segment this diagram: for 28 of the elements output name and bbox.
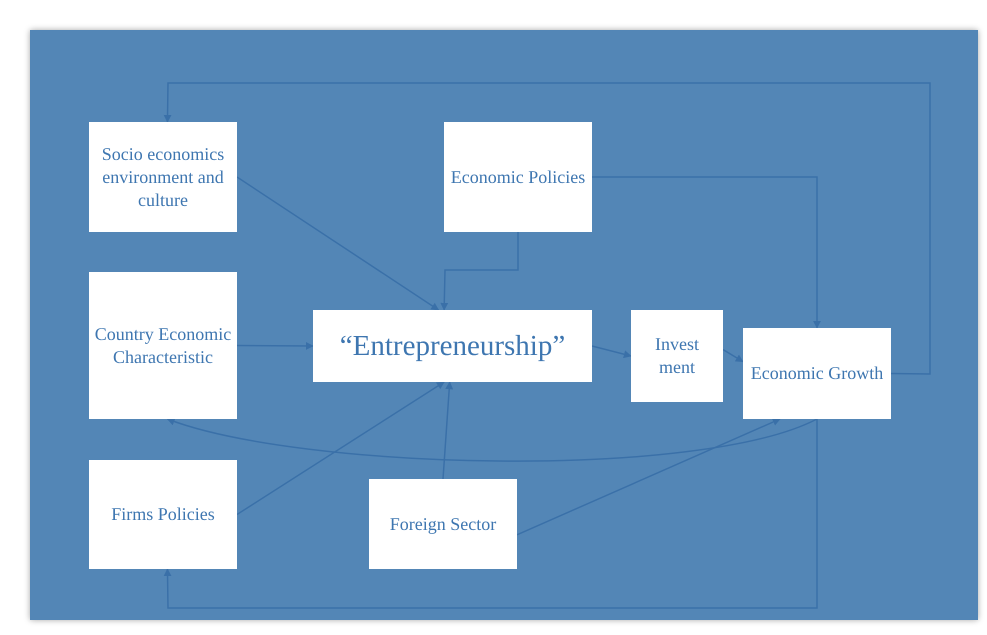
arrow bbox=[722, 348, 744, 362]
arrow bbox=[516, 418, 781, 536]
box-label: “Entrepreneurship” bbox=[340, 328, 566, 364]
box-label: Invest ment bbox=[654, 333, 700, 379]
box-label: Socio economics environment and culture bbox=[100, 142, 226, 212]
text-box bbox=[369, 479, 517, 569]
arrow bbox=[440, 232, 519, 311]
box-label: Economic Policies bbox=[450, 166, 586, 188]
arrow bbox=[164, 419, 818, 609]
text-box bbox=[89, 272, 237, 419]
arrow bbox=[164, 82, 931, 375]
arrow bbox=[237, 342, 314, 350]
text-box bbox=[444, 122, 592, 232]
arrow bbox=[236, 176, 440, 311]
box-label: Country Economic Characteristic bbox=[94, 322, 232, 368]
text-box bbox=[631, 310, 723, 402]
box-label: Economic Growth bbox=[750, 362, 884, 385]
text-box bbox=[313, 310, 592, 382]
text-box bbox=[743, 328, 891, 419]
box-label: Firms Policies bbox=[111, 503, 215, 526]
text-box bbox=[89, 460, 237, 569]
arrow bbox=[442, 381, 454, 480]
arrow bbox=[592, 345, 632, 358]
box-label: Foreign Sector bbox=[390, 512, 496, 536]
arrow bbox=[236, 381, 445, 516]
arrow bbox=[592, 176, 821, 329]
arrow bbox=[166, 417, 818, 462]
text-box bbox=[89, 122, 237, 232]
